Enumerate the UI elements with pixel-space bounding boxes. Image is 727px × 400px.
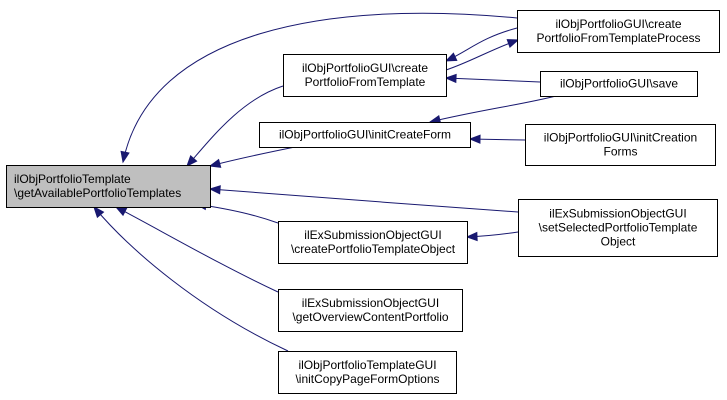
- node-label-createPortfolioTemplateObject-line-1: \createPortfolioTemplateObject: [291, 242, 456, 256]
- node-box-initCreateForm[interactable]: [259, 122, 471, 148]
- node-initCreateForm[interactable]: ilObjPortfolioGUI\initCreateForm: [259, 122, 471, 148]
- node-getOverviewContentPortfolio[interactable]: ilExSubmissionObjectGUI\getOverviewConte…: [278, 289, 463, 332]
- node-label-root-line-0: ilObjPortfolioTemplate: [14, 172, 131, 186]
- node-box-save[interactable]: [540, 71, 698, 97]
- node-box-createPortfolioFromTemplate[interactable]: [283, 54, 447, 97]
- arrowhead-createPortfolioFromTemplate-to-createPortfolioFromTemplateProcess: [506, 39, 520, 48]
- node-label-initCreateForm-line-0: ilObjPortfolioGUI\initCreateForm: [279, 128, 451, 142]
- edges-layer: [93, 12, 557, 352]
- node-label-createPortfolioTemplateObject-line-0: ilExSubmissionObjectGUI: [304, 228, 441, 242]
- nodes-layer: ilObjPortfolioTemplate\getAvailablePortf…: [6, 10, 720, 394]
- edge-createPortfolioFromTemplate-to-root: [186, 85, 284, 167]
- edge-getOverviewContentPortfolio-to-root: [115, 206, 279, 293]
- node-label-save-line-0: ilObjPortfolioGUI\save: [560, 77, 678, 91]
- node-label-createPortfolioFromTemplateProcess-line-0: ilObjPortfolioGUI\create: [555, 17, 681, 31]
- edge-createPortfolioFromTemplateProcess-to-root: [122, 12, 518, 163]
- node-save[interactable]: ilObjPortfolioGUI\save: [540, 71, 698, 97]
- node-createPortfolioFromTemplate[interactable]: ilObjPortfolioGUI\createPortfolioFromTem…: [283, 54, 447, 97]
- node-label-setSelectedPortfolioTemplateObject-line-2: Object: [601, 235, 636, 249]
- arrowhead-getOverviewContentPortfolio-to-root: [114, 206, 128, 217]
- node-label-setSelectedPortfolioTemplateObject-line-1: \setSelectedPortfolioTemplate: [539, 221, 698, 235]
- node-label-getOverviewContentPortfolio-line-0: ilExSubmissionObjectGUI: [302, 296, 439, 310]
- node-createPortfolioFromTemplateProcess[interactable]: ilObjPortfolioGUI\createPortfolioFromTem…: [517, 10, 720, 53]
- edge-setSelectedPortfolioTemplateObject-to-root: [209, 188, 519, 213]
- arrowhead-initCreationForms-to-initCreateForm: [468, 134, 481, 144]
- node-box-createPortfolioFromTemplateProcess[interactable]: [517, 10, 720, 53]
- node-label-initCreationForms-line-1: Forms: [604, 145, 638, 159]
- node-label-setSelectedPortfolioTemplateObject-line-0: ilExSubmissionObjectGUI: [549, 207, 686, 221]
- node-label-getOverviewContentPortfolio-line-1: \getOverviewContentPortfolio: [292, 310, 448, 324]
- arrowhead-setSelectedPortfolioTemplateObject-to-createPortfolioTemplateObject: [465, 231, 478, 242]
- node-box-root[interactable]: [6, 165, 211, 208]
- arrowhead-initCopyPageFormOptions-to-root: [93, 205, 105, 219]
- node-box-setSelectedPortfolioTemplateObject[interactable]: [518, 199, 718, 257]
- arrowhead-createPortfolioFromTemplateProcess-to-root: [120, 150, 130, 164]
- edge-initCopyPageFormOptions-to-root: [93, 206, 289, 352]
- arrowhead-createPortfolioFromTemplate-to-root: [186, 154, 198, 168]
- edge-initCreateForm-to-root: [209, 145, 301, 167]
- node-setSelectedPortfolioTemplateObject[interactable]: ilExSubmissionObjectGUI\setSelectedPortf…: [518, 199, 718, 257]
- node-label-createPortfolioFromTemplate-line-1: PortfolioFromTemplate: [305, 75, 426, 89]
- node-label-initCopyPageFormOptions-line-0: ilObjPortfolioTemplateGUI: [298, 358, 436, 372]
- node-label-initCreationForms-line-0: ilObjPortfolioGUI\initCreation: [544, 131, 697, 145]
- node-label-createPortfolioFromTemplateProcess-line-1: PortfolioFromTemplateProcess: [536, 31, 700, 45]
- node-box-getOverviewContentPortfolio[interactable]: [278, 289, 463, 332]
- node-box-createPortfolioTemplateObject[interactable]: [278, 221, 468, 264]
- arrowhead-save-to-createPortfolioFromTemplate: [444, 73, 457, 84]
- node-label-initCopyPageFormOptions-line-1: \initCopyPageFormOptions: [295, 372, 439, 386]
- node-box-initCopyPageFormOptions[interactable]: [278, 351, 457, 394]
- edge-save-to-createPortfolioFromTemplate: [445, 77, 541, 83]
- node-label-createPortfolioFromTemplate-line-0: ilObjPortfolioGUI\create: [302, 61, 428, 75]
- edge-save-to-initCreateForm: [429, 95, 557, 123]
- arrowhead-setSelectedPortfolioTemplateObject-to-root: [208, 185, 221, 195]
- node-box-initCreationForms[interactable]: [525, 124, 716, 166]
- arrowhead-createPortfolioFromTemplateProcess-to-createPortfolioFromTemplate: [444, 52, 458, 62]
- node-root[interactable]: ilObjPortfolioTemplate\getAvailablePortf…: [6, 165, 211, 208]
- node-createPortfolioTemplateObject[interactable]: ilExSubmissionObjectGUI\createPortfolioT…: [278, 221, 468, 264]
- node-label-root-line-1: \getAvailablePortfolioTemplates: [14, 186, 181, 200]
- arrowhead-initCreateForm-to-root: [208, 158, 222, 168]
- node-initCopyPageFormOptions[interactable]: ilObjPortfolioTemplateGUI\initCopyPageFo…: [278, 351, 457, 394]
